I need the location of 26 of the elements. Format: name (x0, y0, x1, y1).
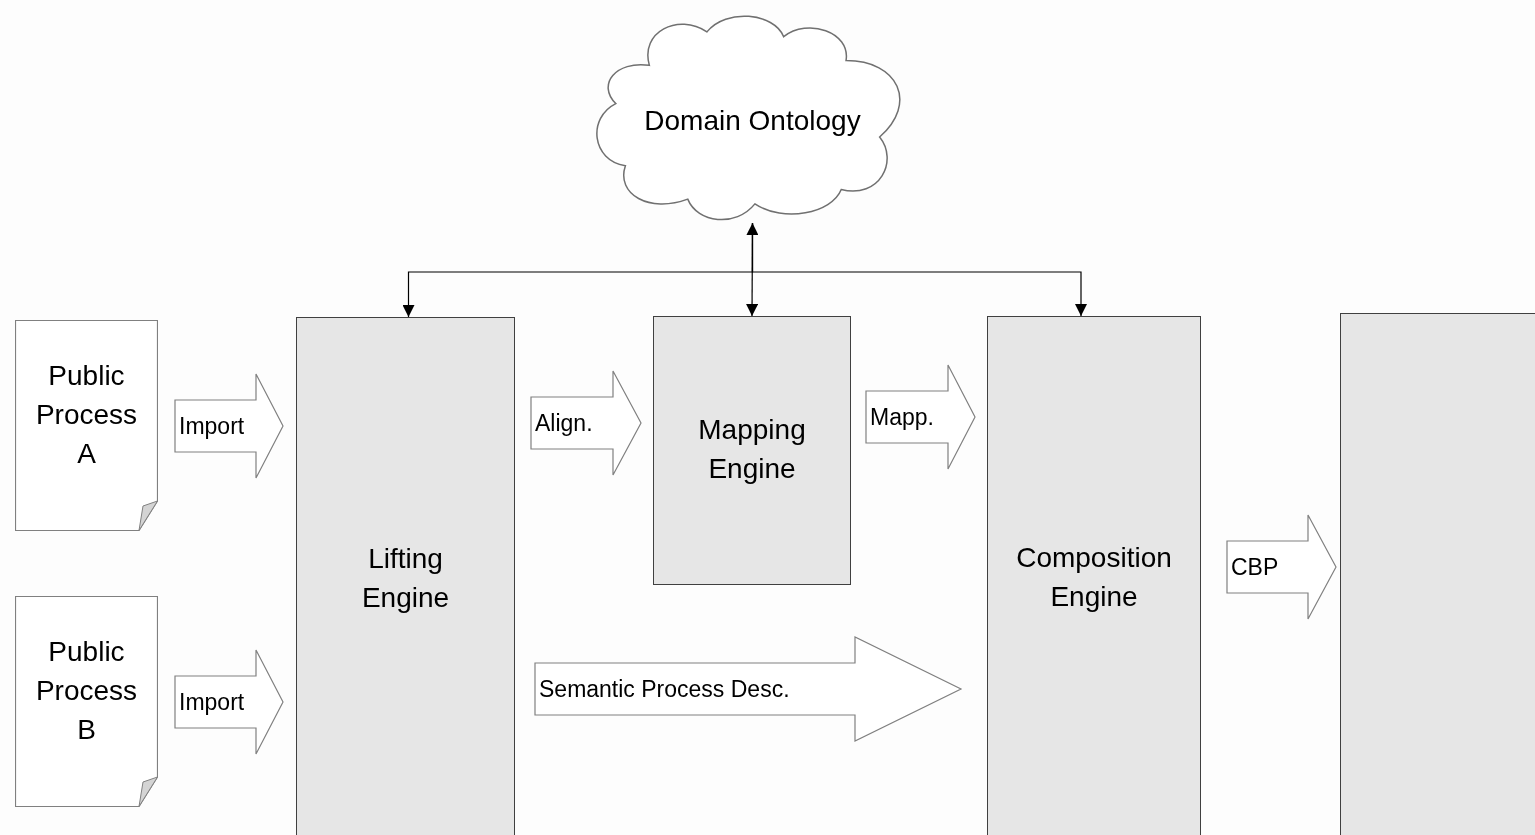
edge-label: Align. (535, 411, 593, 435)
document-shape (15, 320, 158, 531)
edge-label: Import (179, 690, 245, 714)
arrow (751, 222, 1087, 317)
process-box (987, 316, 1201, 835)
block-arrow (534, 636, 963, 742)
block-arrow (530, 370, 642, 476)
node-label: Domain Ontology (644, 105, 861, 136)
edge-label: Mapp. (870, 405, 934, 429)
node-label: Public Process A (35, 360, 138, 469)
edge-label: Import (179, 414, 245, 438)
document-shape (15, 596, 158, 807)
block-arrow (1226, 514, 1337, 620)
process-box (296, 317, 515, 835)
edge-label: Semantic Process Desc. (539, 677, 790, 701)
node-label: Public Process B (35, 636, 138, 745)
blank-box (1340, 313, 1535, 835)
block-arrow (865, 364, 976, 470)
node-label: Composition Engine (1016, 542, 1172, 612)
node-label: Lifting Engine (361, 543, 450, 613)
process-box (653, 316, 851, 585)
arrow (746, 222, 759, 317)
node-label: Mapping Engine (698, 414, 806, 484)
edge-label: CBP (1231, 555, 1279, 579)
block-arrow (174, 373, 284, 479)
block-arrow (174, 649, 284, 755)
